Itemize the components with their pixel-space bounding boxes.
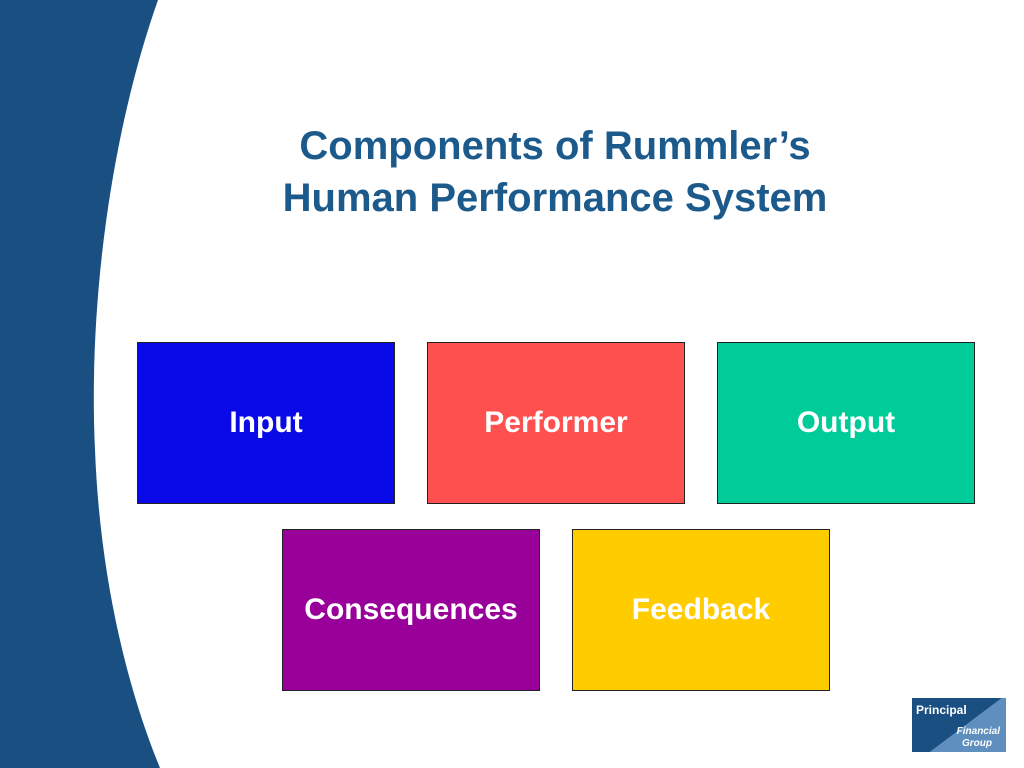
consequences-box: Consequences xyxy=(282,529,540,691)
logo-word-principal: Principal xyxy=(916,703,967,717)
consequences-label: Consequences xyxy=(304,593,518,626)
output-label: Output xyxy=(796,406,896,439)
input-box: Input xyxy=(137,342,395,504)
title-line-1: Components of Rummler’s xyxy=(299,124,811,168)
input-label: Input xyxy=(229,406,303,439)
logo-word-group: Group xyxy=(962,738,992,749)
logo-shape-icon xyxy=(912,698,1006,752)
feedback-box: Feedback xyxy=(572,529,830,691)
title-line-2: Human Performance System xyxy=(282,176,828,220)
logo-word-financial: Financial xyxy=(956,726,1000,737)
feedback-label: Feedback xyxy=(631,593,771,626)
output-box: Output xyxy=(717,342,975,504)
performer-label: Performer xyxy=(484,406,628,439)
principal-logo: Principal Financial Group xyxy=(912,696,1006,754)
page-title: Components of Rummler’s Human Performanc… xyxy=(150,120,960,224)
side-band-decoration xyxy=(0,0,160,768)
performer-box: Performer xyxy=(427,342,685,504)
